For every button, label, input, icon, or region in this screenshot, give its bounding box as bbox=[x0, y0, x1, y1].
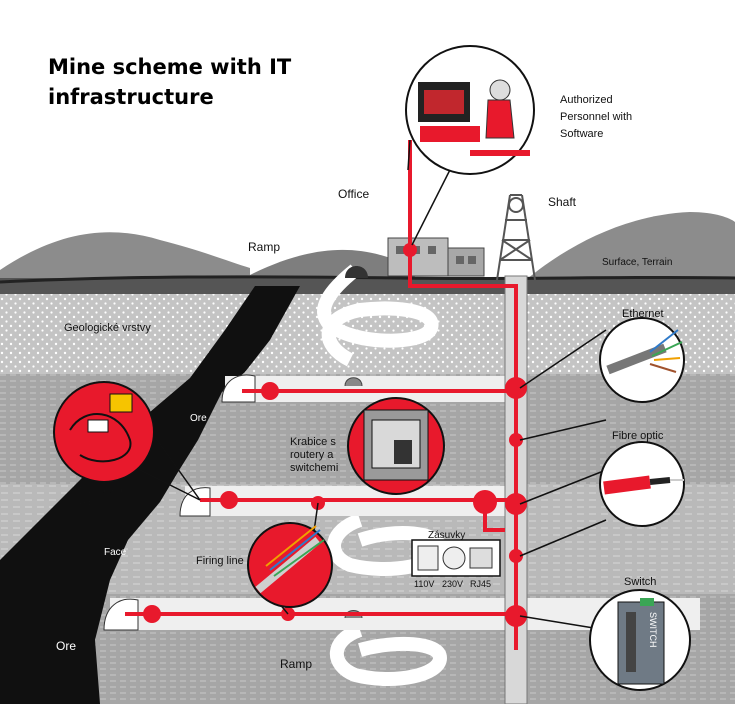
network-cables bbox=[125, 140, 518, 650]
label-surface: Surface, Terrain bbox=[602, 257, 673, 268]
wire-bundle-callout bbox=[247, 522, 333, 608]
fibre-optic-cable-icon bbox=[603, 475, 651, 495]
ramp-entrance bbox=[345, 266, 368, 278]
server-rack-callout bbox=[347, 397, 445, 495]
label-ethernet: Ethernet bbox=[622, 308, 664, 320]
diagram-title: Mine scheme with IT infrastructure bbox=[48, 55, 292, 109]
label-shaft: Shaft bbox=[548, 195, 577, 209]
label-face: Face bbox=[104, 547, 127, 558]
switch-callout bbox=[589, 589, 691, 691]
label-office: Office bbox=[338, 187, 370, 201]
ramp-bottom bbox=[327, 513, 448, 686]
label-firing-line: Firing line bbox=[196, 555, 244, 567]
office-building bbox=[387, 237, 485, 277]
fibre-callout bbox=[599, 441, 685, 527]
label-fibre: Fibre optic bbox=[612, 430, 664, 442]
label-authorized: Authorized Personnel with Software bbox=[560, 94, 633, 140]
cable-reel-callout bbox=[53, 381, 155, 483]
label-ore-bottom: Ore bbox=[56, 639, 77, 653]
surface-top bbox=[0, 275, 735, 284]
power-socket-icon bbox=[417, 545, 439, 571]
label-zasuvky: Zásuvky bbox=[428, 530, 466, 541]
ethernet-callout bbox=[599, 317, 685, 403]
label-krabice: Krabice s routery a switchemi bbox=[290, 436, 339, 474]
face-dome-3 bbox=[103, 598, 139, 631]
label-switch: Switch bbox=[624, 576, 657, 588]
ethernet-cable-icon bbox=[606, 343, 667, 375]
label-rj45: RJ45 bbox=[470, 579, 492, 589]
socket-panel bbox=[411, 539, 501, 577]
label-110v: 110V bbox=[414, 579, 435, 589]
personnel-callout bbox=[405, 45, 535, 175]
label-ore-mid: Ore bbox=[190, 413, 207, 424]
label-ramp-bottom: Ramp bbox=[280, 657, 313, 671]
headframe bbox=[496, 194, 536, 281]
face-dome-1 bbox=[221, 374, 256, 403]
label-geologicke: Geologické vrstvy bbox=[64, 322, 151, 334]
surface-strip bbox=[0, 278, 735, 294]
ramp-top bbox=[317, 264, 439, 367]
label-230v: 230V bbox=[442, 579, 464, 589]
ore-vein bbox=[0, 286, 300, 704]
label-rozbuska: Rozbuška u čelby bbox=[74, 484, 133, 509]
label-ramp-top: Ramp bbox=[248, 240, 281, 254]
cable-reel-icon bbox=[109, 393, 133, 413]
switch-box-label: SWITCH bbox=[648, 612, 658, 648]
network-nodes bbox=[143, 243, 527, 627]
